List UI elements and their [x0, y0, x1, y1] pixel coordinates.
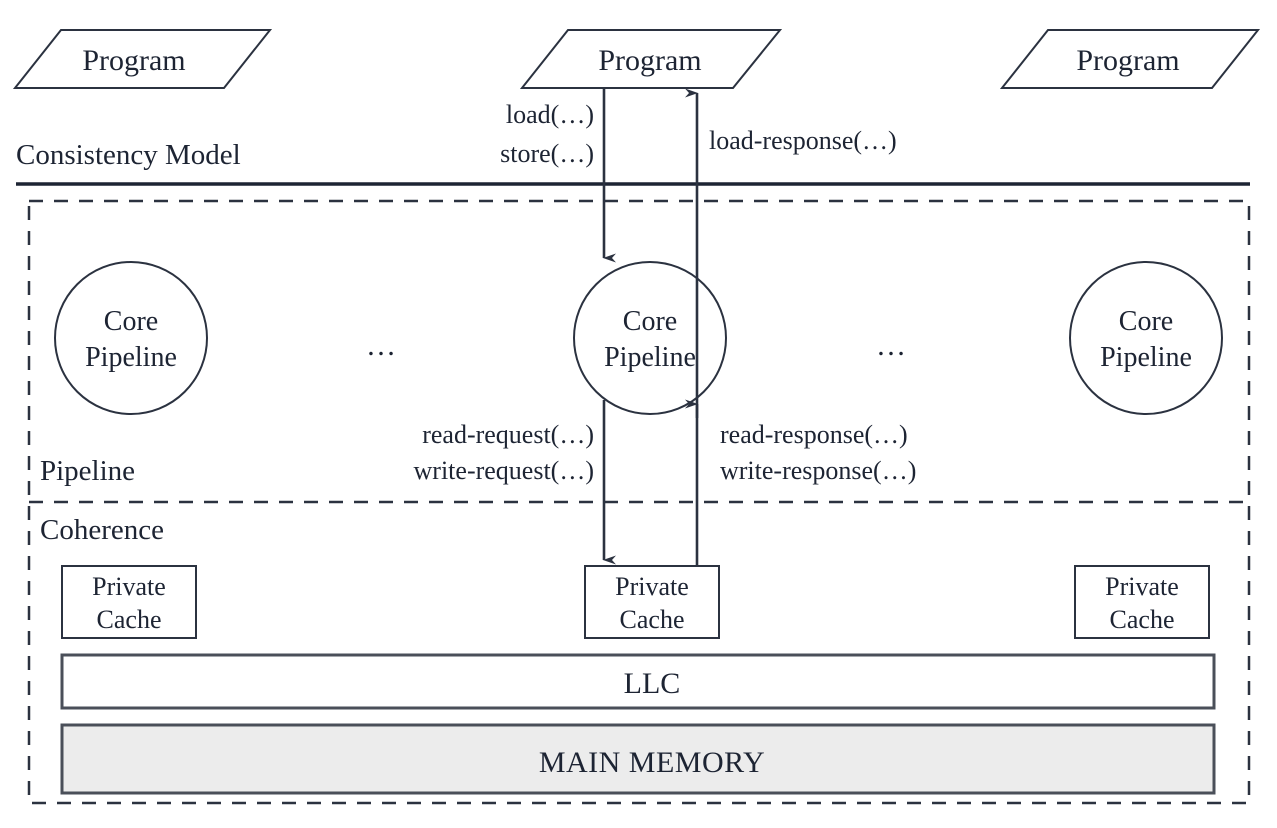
program-left-label: Program	[82, 44, 185, 77]
core-right-label-line2: Pipeline	[1100, 342, 1192, 373]
main-memory-label: MAIN MEMORY	[539, 746, 765, 779]
cache-center[interactable]: Private Cache	[584, 565, 720, 639]
core-left-label-line1: Core	[104, 306, 158, 337]
cache-right-label-line2: Cache	[1110, 605, 1175, 634]
program-left[interactable]: Program	[12, 29, 273, 89]
core-center-label-line2: Pipeline	[604, 342, 696, 373]
program-right-label: Program	[1076, 44, 1179, 77]
llc-label: LLC	[624, 667, 681, 700]
cache-left[interactable]: Private Cache	[61, 565, 197, 639]
core-left[interactable]: Core Pipeline	[54, 261, 208, 415]
cache-center-label-line2: Cache	[620, 605, 685, 634]
ellipsis-right: …	[876, 329, 908, 362]
core-center-label-line1: Core	[623, 306, 677, 337]
cache-left-label-line2: Cache	[97, 605, 162, 634]
cache-center-label-line1: Private	[615, 572, 689, 601]
ellipsis-left: …	[366, 329, 398, 362]
main-memory-block[interactable]: MAIN MEMORY	[60, 723, 1216, 795]
message-write-response: write-response(…)	[720, 456, 916, 485]
hardware-region-outline	[27, 199, 1251, 805]
program-center[interactable]: Program	[519, 29, 783, 89]
message-read-request: read-request(…)	[422, 420, 594, 449]
message-store: store(…)	[500, 139, 594, 168]
message-load-response: load-response(…)	[709, 126, 897, 155]
message-write-request: write-request(…)	[414, 456, 594, 485]
message-read-response: read-response(…)	[720, 420, 908, 449]
core-left-label-line2: Pipeline	[85, 342, 177, 373]
llc-block[interactable]: LLC	[60, 653, 1216, 710]
core-right[interactable]: Core Pipeline	[1069, 261, 1223, 415]
program-center-label: Program	[598, 44, 701, 77]
cache-right-label-line1: Private	[1105, 572, 1179, 601]
core-center[interactable]: Core Pipeline	[573, 261, 727, 415]
message-load: load(…)	[506, 100, 594, 129]
program-right[interactable]: Program	[999, 29, 1261, 89]
layer-label-pipeline: Pipeline	[40, 455, 135, 487]
core-right-label-line1: Core	[1119, 306, 1173, 337]
layer-label-coherence: Coherence	[40, 514, 164, 546]
cache-left-label-line1: Private	[92, 572, 166, 601]
cache-right[interactable]: Private Cache	[1074, 565, 1210, 639]
layer-label-consistency-model: Consistency Model	[16, 139, 241, 171]
